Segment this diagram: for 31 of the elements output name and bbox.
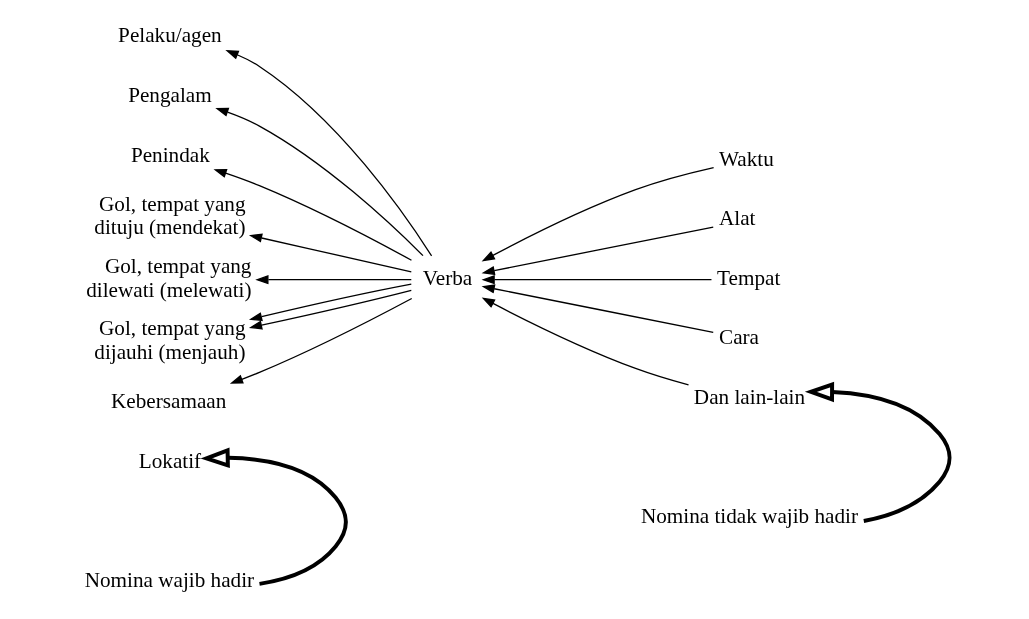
arrow [225,50,433,257]
node-text: Verba [422,265,473,290]
node-text: Penindak [130,142,210,167]
node-text: Gol, tempat yang dijauhi (menjauh) [94,316,246,364]
node-text: Gol, tempat yang dituju (mendekat) [94,191,246,240]
node-text: Tempat [717,265,781,290]
node-text: Lokatif [138,448,202,473]
arrow [215,107,424,257]
node-text: Pengalam [128,82,212,107]
arrow [213,168,413,261]
arrow [481,297,690,386]
arrow [229,297,413,384]
arrow [248,233,412,273]
node-text: Nomina tidak wajib hadir [640,504,859,529]
arrow [200,447,348,586]
node-text: Pelaku/agen [118,23,222,48]
arrow [248,283,412,322]
arrow [248,289,412,330]
arrow [481,166,715,262]
node-text: Cara [719,325,760,350]
arrow [804,381,952,523]
arrow [255,275,412,285]
node-text: Dan lain-lain [693,384,806,409]
arrow [481,284,714,333]
node-text: Alat [719,206,756,231]
arrow [481,226,714,276]
node-text: Waktu [719,146,774,171]
arrow [481,275,713,285]
node-text: Nomina wajib hadir [84,567,255,592]
node-text: Kebersamaan [111,388,227,413]
node-text: Gol, tempat yang dilewati (melewati) [86,253,252,302]
